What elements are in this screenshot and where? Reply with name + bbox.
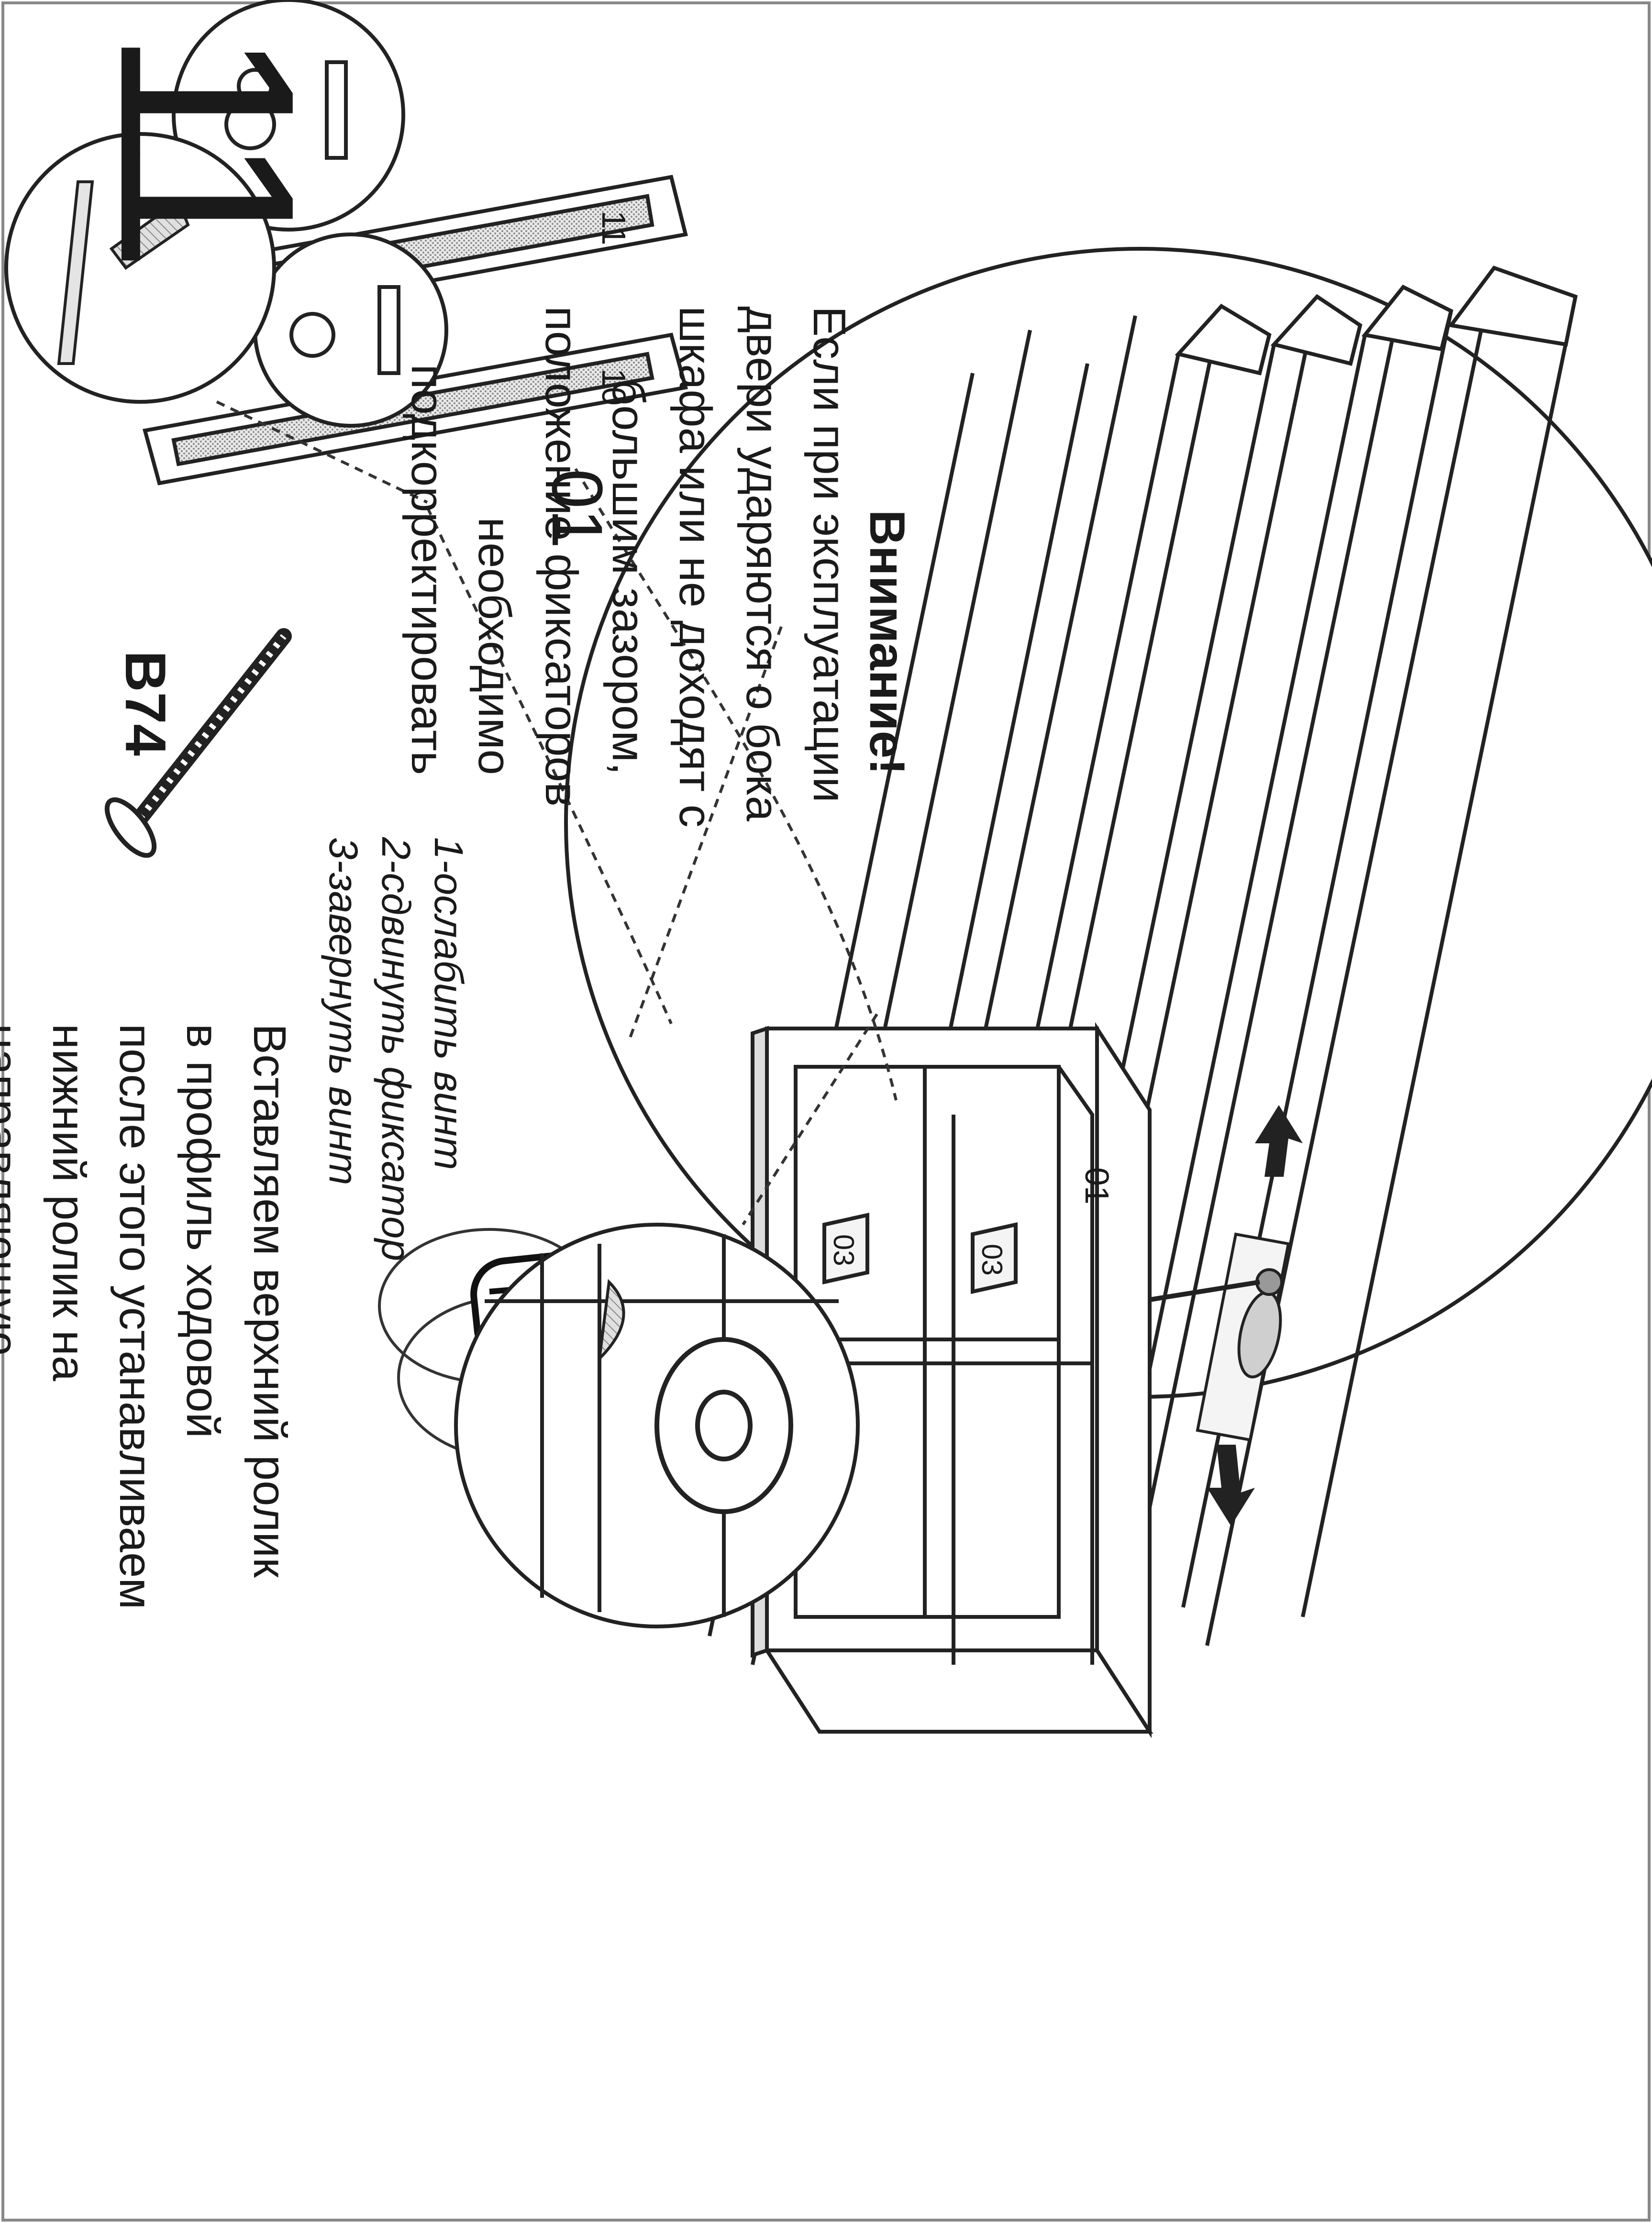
step-number: 11 [68,29,346,258]
roller-note-line: в профиль ходовой [177,1024,228,1438]
part-label-01-detail: 01 [537,469,618,549]
roller-note-line: нижний ролик на [43,1024,94,1382]
adjust-step: 2-сдвинуть фиксатор [374,837,419,1261]
part-label-03-bottom: 03 [828,1234,860,1266]
part-label-10: 10 [595,368,632,406]
screw-label-b74: B74 [113,651,177,756]
warning-title: Внимание! [859,509,915,775]
roller-note-line: после этого устанавливаем [110,1024,161,1610]
warning-line: двери ударяются о бока [737,306,788,821]
roller-note: Вставляем верхний ролик в профиль ходово… [0,1024,303,1837]
profile-insert-detail [4,132,428,504]
roller-note-line: Вставляем верхний ролик [244,1024,295,1578]
warning-line: подкорректировать [402,364,453,775]
part-label-03-top: 03 [976,1244,1008,1276]
roller-note-line: направляющую. [0,1024,27,1369]
warning-line: необходимо [469,517,520,775]
screw-icon [104,628,292,858]
warning-line: Если при эксплуатации [804,306,855,803]
adjust-step: 3-завернуть винт [321,837,366,1185]
adjust-step: 1-ослабить винт [426,837,471,1170]
roller-detail-circle [454,1013,878,1628]
warning-line: шкафа или не доходят с [670,306,721,828]
part-label-11: 11 [595,210,632,245]
adjust-steps: 1-ослабить винт 2-сдвинуть фиксатор 3-за… [317,837,475,1268]
part-label-01-cabinet: 01 [1078,1167,1116,1205]
